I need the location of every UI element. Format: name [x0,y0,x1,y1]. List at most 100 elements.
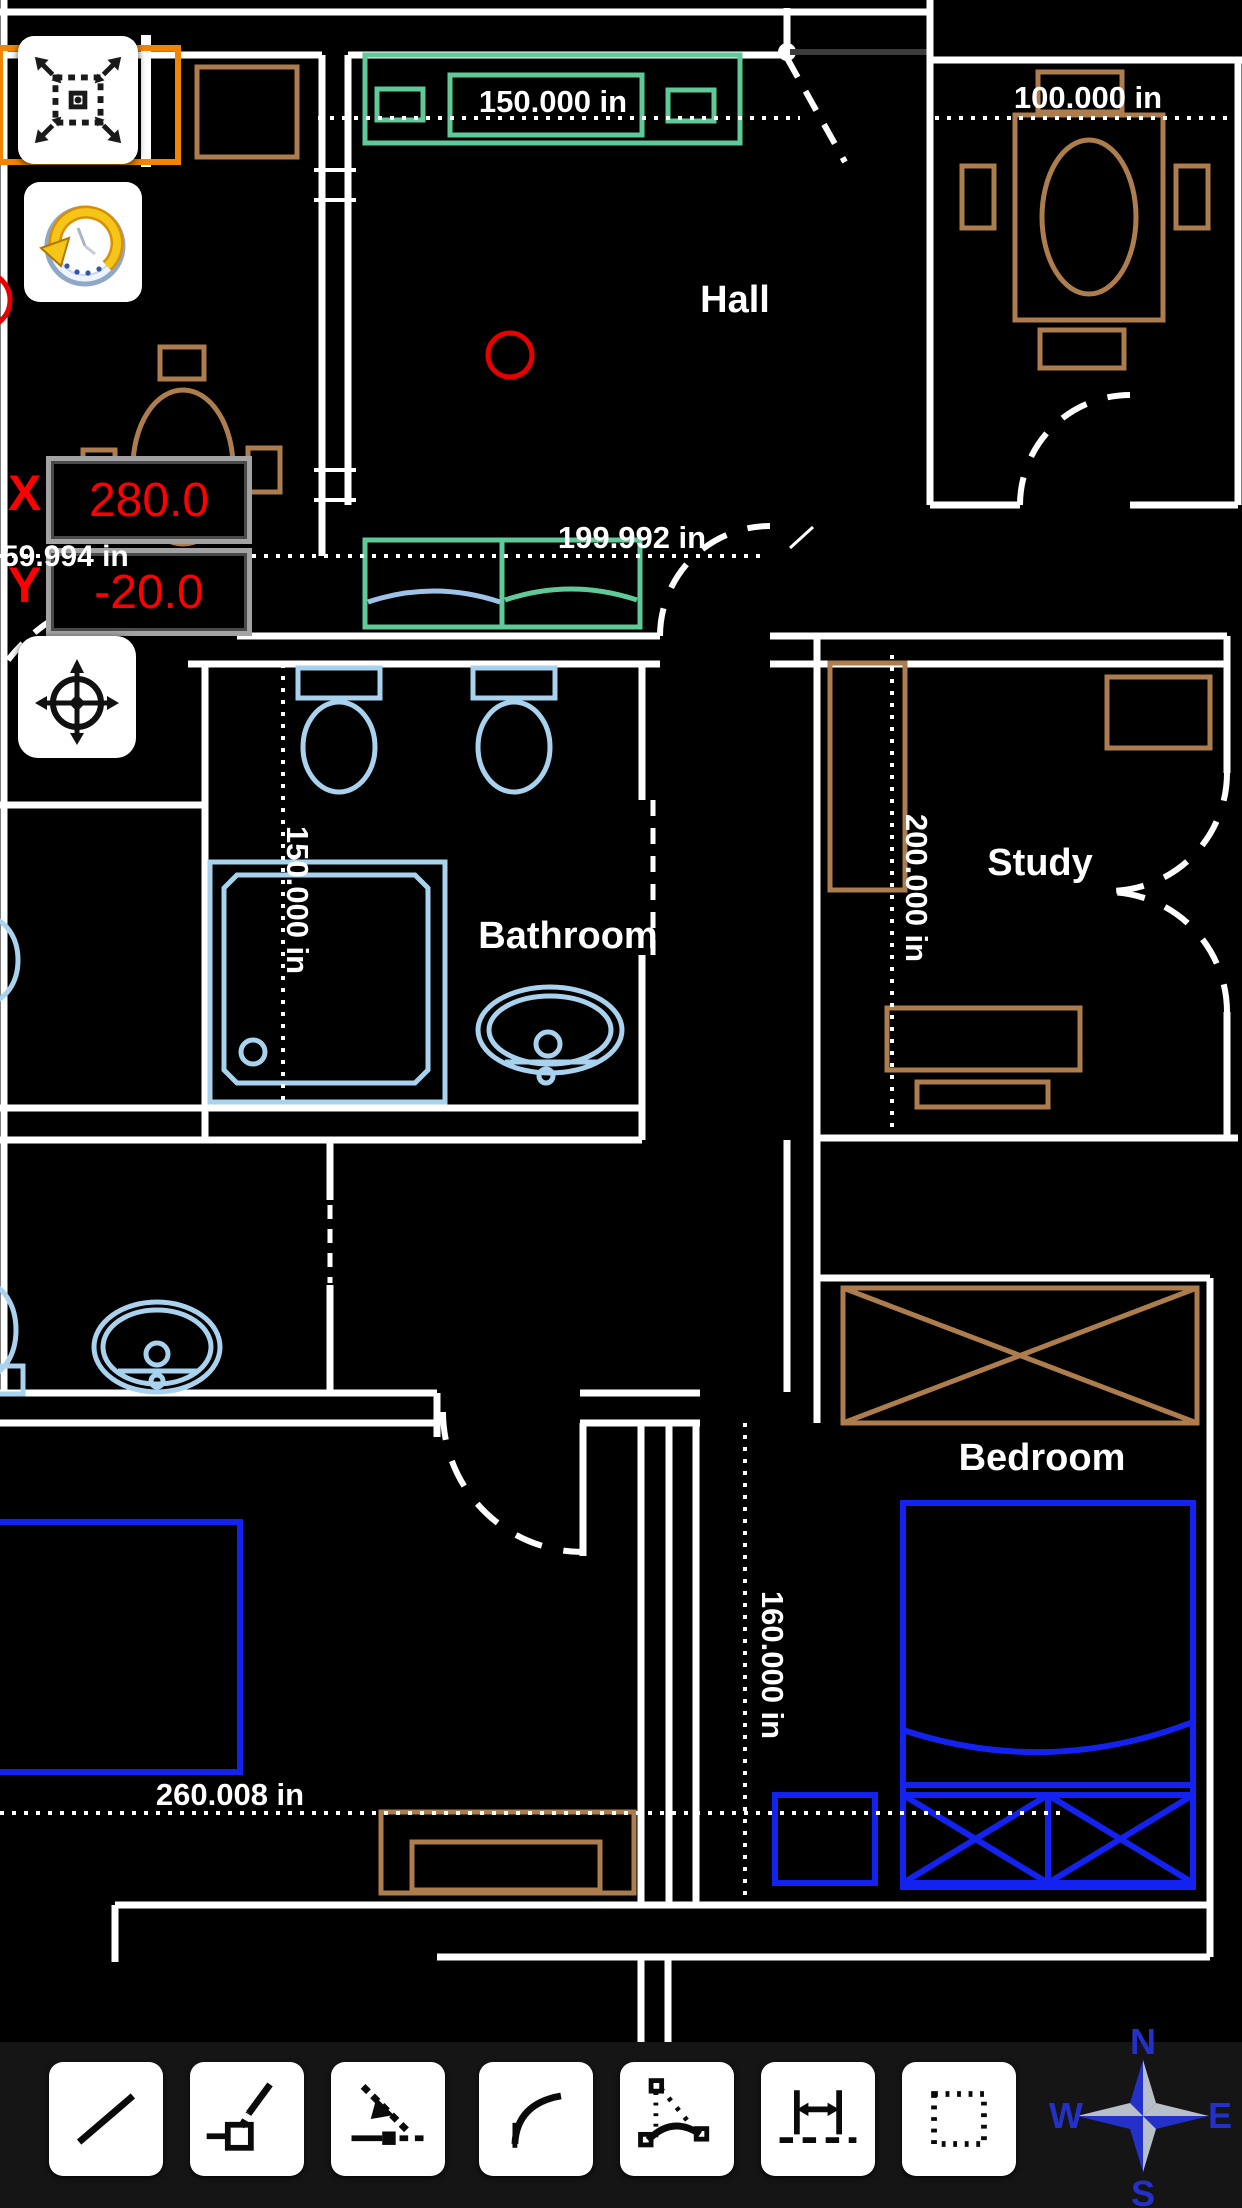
door-arc-study-a [1108,772,1230,894]
shower [207,859,448,1105]
marker-partial [0,275,13,325]
sink-1-faucet [533,1029,563,1059]
dim-text-100: 100.000 in [1014,80,1162,115]
counter-box-1 [374,86,426,123]
door-arc-study-b [1106,889,1230,1013]
sink-1-drain [536,1066,556,1086]
tool-measure-angle[interactable] [620,2062,734,2176]
cabinet-top [194,64,300,160]
compass-arm-s-right [1143,2116,1156,2172]
drawing-toolbar [0,2042,1242,2208]
counter-box-3 [665,87,717,124]
wall-strip [141,35,151,167]
arc-tool-icon [511,2092,562,2148]
chair-2-bottom [1037,327,1127,371]
desk-chair [914,1079,1051,1110]
chair-1-top [157,344,207,382]
chair-2-left [959,163,997,231]
dim-text-160v: 160.000 in [755,1591,790,1739]
chair-2-right [1173,163,1211,231]
measure-leader-tool-icon [351,2083,429,2145]
toilet-1-tank [295,665,383,701]
select-rect-tool-icon [931,2091,987,2147]
nightstand [772,1792,878,1886]
bed-1-box-b [1045,1792,1196,1886]
compass-label-south: S [1131,2173,1155,2208]
tool-line[interactable] [49,2062,163,2176]
dresser-outer [378,1809,637,1896]
room-label-bedroom: Bedroom [959,1437,1126,1479]
sink-2-inner [100,1307,214,1387]
bed-1-blanket [902,1719,1195,1756]
tool-arc[interactable] [479,2062,593,2176]
sofa-cushion-right [504,586,638,603]
fixture-partial [0,918,21,1002]
dim-text-199: 199.992 in [558,520,706,555]
dresser-inner [409,1839,603,1893]
compass-arm-e-top [1143,2103,1209,2116]
dining-table-2 [1012,112,1166,323]
chair-2-top [1035,69,1125,115]
zoom-extents-button[interactable] [18,36,138,164]
sofa-cushion-left [367,588,501,605]
toilet-3-bowl [0,1286,19,1374]
bed-1-box-b-d2 [1046,1792,1195,1886]
toilet-3-tank [0,1363,26,1397]
sink-2-faucet [143,1340,171,1368]
compass-arm-e-bot [1143,2116,1209,2129]
door-leaf-top [784,56,848,164]
chair-1-right [245,445,283,495]
desk [884,1005,1083,1073]
line-reference-tool-icon [206,2082,273,2151]
undo-button[interactable] [24,182,142,302]
compass-label-east: E [1208,2095,1232,2136]
compass-arm-w-top [1077,2103,1143,2116]
compass-arm-n-left [1130,2060,1143,2116]
door-arc-dining [1017,392,1131,506]
tool-line-reference[interactable] [190,2062,304,2176]
toilet-2-bowl [475,699,553,795]
y-coordinate-value: -20.0 [94,565,204,619]
room-label-study: Study [987,842,1093,884]
dim-tick-200h [788,525,815,550]
sink-2-drain [148,1372,166,1390]
undo-icon [39,205,126,287]
counter-box-2 [447,72,645,138]
dim-text-150v: 150.000 in [280,826,315,974]
shower-tray [221,872,431,1086]
tool-measure-leader[interactable] [331,2062,445,2176]
x-axis-label: X [8,465,42,521]
dimension-tool-icon [779,2090,857,2143]
compass-arm-w-bot [1077,2116,1143,2129]
bed-1 [900,1500,1196,1890]
tool-select-rect[interactable] [902,2062,1016,2176]
kitchen-counter [362,52,743,146]
door-arc-hall [657,523,771,637]
compass-arm-s-left [1130,2116,1143,2172]
measure-angle-tool-icon [638,2078,710,2148]
zoom-extents-icon [34,56,122,144]
door-node [778,43,796,61]
study-cabinet [1104,674,1213,751]
wardrobe [840,1285,1200,1426]
door-arc-bedroom2 [440,1411,584,1555]
bed-2 [0,1519,243,1775]
center-position-button[interactable] [18,636,136,758]
y-axis-label: Y [8,557,42,613]
crosshair-icon [35,659,119,745]
door-arc-left [5,593,109,662]
toilet-2-tank [470,665,558,701]
sink-2-outer [91,1299,223,1395]
dim-text-260: 260.008 in [156,1777,304,1812]
x-coordinate-input[interactable]: 280.0 [46,456,252,544]
y-coordinate-input[interactable]: -20.0 [46,548,252,636]
compass-arm-n-right [1143,2060,1156,2116]
tool-dimension[interactable] [761,2062,875,2176]
shower-drain [238,1037,268,1067]
dining-table-2-top [1039,137,1139,297]
x-coordinate-value: 280.0 [88,473,210,527]
marker-circle [485,330,535,380]
compass-rose: N S W E [1049,2024,1232,2208]
